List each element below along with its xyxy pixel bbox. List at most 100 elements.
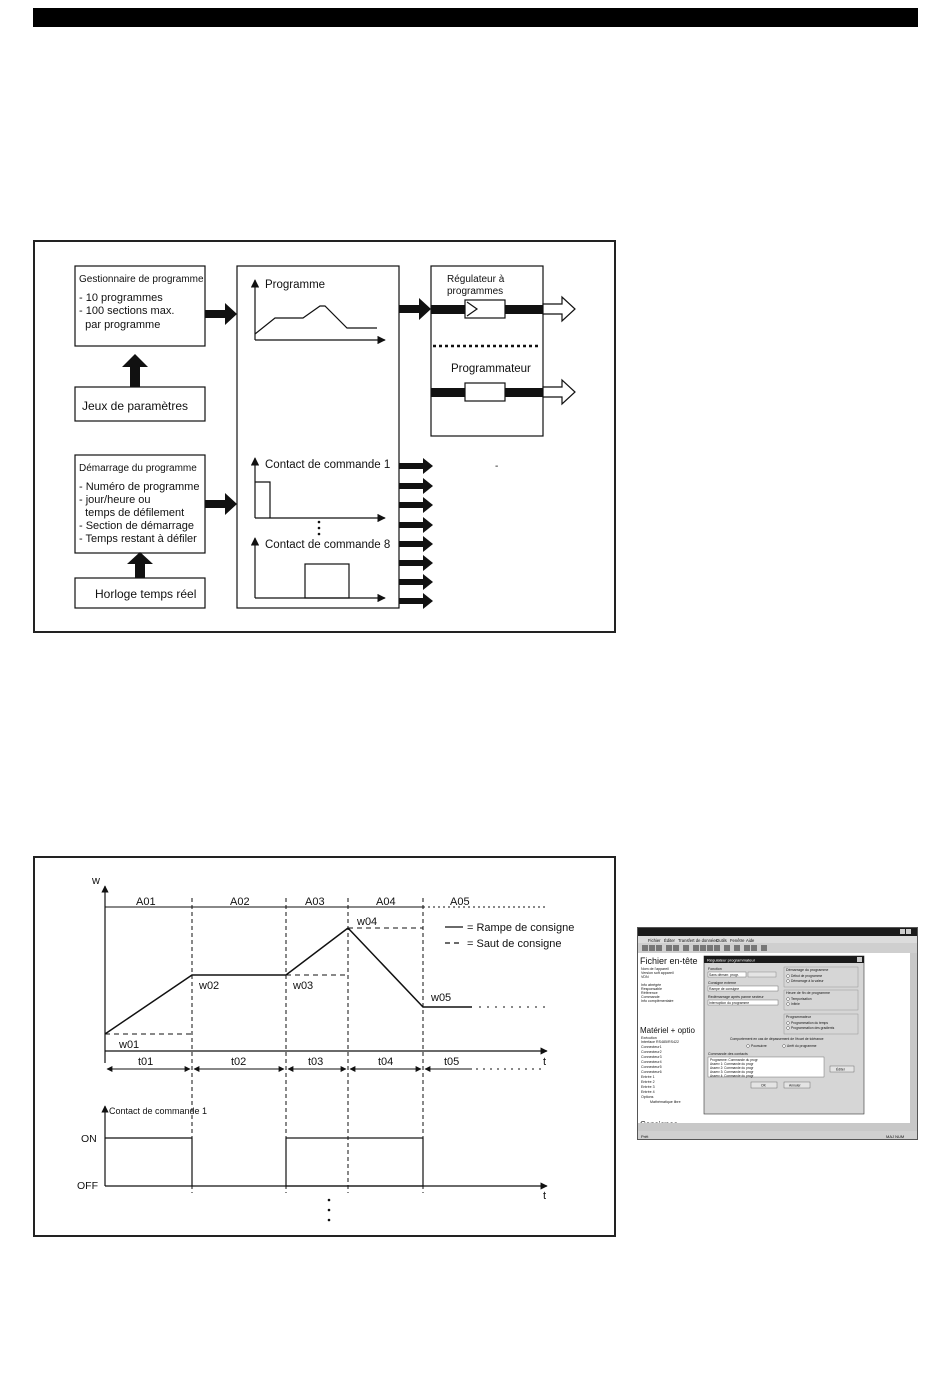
- contact-output-arrows: [399, 458, 433, 609]
- setpoint-select[interactable]: [707, 985, 779, 992]
- menu-item[interactable]: Éditer: [664, 938, 676, 943]
- setpoint-label: Consigne externe: [708, 981, 736, 985]
- w-axis-label: w: [91, 875, 100, 887]
- header-field-labels: Nom de l'appareil Version soft appareil …: [641, 967, 674, 1003]
- hw-label: Options: [641, 1095, 654, 1099]
- edit-label: Éditer: [836, 1067, 846, 1072]
- hardware-labels: Exécution Interface RS485/RS422 Connecte…: [641, 1036, 681, 1104]
- clock-box: [74, 577, 206, 609]
- menu-item[interactable]: Fichier: [648, 938, 661, 943]
- radio[interactable]: [746, 1044, 750, 1048]
- dialog-title: Régulateur programmateur: [707, 958, 756, 963]
- contact-pulse-2: [285, 1137, 424, 1187]
- vertical-scrollbar[interactable]: [910, 953, 918, 1131]
- start-line-3: temps de défilement: [79, 507, 184, 519]
- radio[interactable]: [786, 1026, 790, 1030]
- doc-heading-1: Fichier en-tête: [640, 956, 698, 966]
- programmer-out-arrow: [542, 378, 576, 406]
- duration-t05: t05: [444, 1056, 459, 1068]
- list-item[interactable]: Asserv 1: Commande du progr: [710, 1062, 754, 1066]
- contacts-list[interactable]: [707, 1056, 825, 1078]
- cancel-button[interactable]: [783, 1081, 811, 1089]
- contact-output-arrow: [399, 574, 433, 590]
- block-diagram-frame: Gestionnaire de programme - 10 programme…: [33, 240, 616, 633]
- params-up-arrow: [122, 354, 148, 387]
- field-label: Info abrégée: [641, 983, 661, 987]
- start-line-2: - jour/heure ou: [79, 494, 151, 506]
- setpoint-w04: w04: [356, 916, 377, 928]
- menu-item[interactable]: Aide: [746, 938, 755, 943]
- regulator-label-2: programmes: [447, 286, 503, 297]
- hw-label: Connecteur4: [641, 1060, 662, 1064]
- regulator-block: [464, 299, 506, 319]
- on-label: ON: [81, 1133, 97, 1145]
- radio[interactable]: [786, 974, 790, 978]
- radio[interactable]: [786, 979, 790, 983]
- hw-label: Interface RS485/RS422: [641, 1040, 679, 1044]
- manager-title: Gestionnaire de programme: [79, 274, 204, 285]
- field-label: Nom de l'appareil: [641, 967, 669, 971]
- radio[interactable]: [786, 1002, 790, 1006]
- hw-label: Entrée 1: [641, 1075, 655, 1079]
- menu-item[interactable]: Outils: [716, 938, 727, 943]
- ok-button[interactable]: [750, 1081, 778, 1089]
- manager-line-1: - 10 programmes: [79, 292, 163, 304]
- contacts-group-label: Commande des contacts: [708, 1052, 748, 1056]
- list-item[interactable]: Asserv 2: Commande du progr: [710, 1066, 754, 1070]
- hw-label: Connecteur2: [641, 1050, 662, 1054]
- function-button[interactable]: [747, 971, 777, 978]
- ok-label: OK: [761, 1084, 767, 1088]
- manager-line-3: par programme: [79, 319, 160, 331]
- restart-select[interactable]: [707, 999, 779, 1006]
- window-close-icon[interactable]: [906, 929, 911, 934]
- software-window: Fichier Éditer Transfert de données Outi…: [638, 928, 918, 1139]
- params-label: Jeux de paramètres: [82, 399, 188, 413]
- hw-label: Entrée 2: [641, 1080, 655, 1084]
- end-group-label: Heure de fin de programme: [786, 991, 830, 995]
- manager-box: [74, 265, 206, 347]
- list-item[interactable]: Asserv 3: Commande du progr: [710, 1070, 754, 1074]
- contact-pulse-1: [105, 1137, 193, 1186]
- hw-label: Entrée 3: [641, 1085, 655, 1089]
- setpoint-value: Rampe de consigne: [709, 987, 739, 991]
- regulator-bar-right: [505, 305, 543, 314]
- horizontal-scrollbar[interactable]: [638, 1123, 910, 1131]
- contact-output-arrow: [399, 478, 433, 494]
- list-item[interactable]: Programme: Commande du progr: [710, 1058, 759, 1062]
- clock-label: Horloge temps réel: [95, 587, 196, 601]
- start-box: [74, 454, 206, 554]
- toolbar-buttons[interactable]: [642, 945, 767, 951]
- timing-diagram: w t A01 A02 A03 A04 A05 w01 w02 w03 w04 …: [77, 875, 574, 1222]
- end-option-1: Temporisation: [791, 997, 812, 1001]
- field-label: Info complémentaire: [641, 999, 674, 1003]
- list-item[interactable]: Asserv 4: Commande du progr: [710, 1074, 754, 1078]
- block-diagram: Gestionnaire de programme - 10 programme…: [74, 265, 576, 609]
- dialog-close-icon[interactable]: [857, 957, 862, 962]
- regulator-bar-left: [431, 305, 465, 314]
- restart-value: Interruption du programme: [709, 1001, 749, 1005]
- setpoint-w01: w01: [118, 1039, 139, 1051]
- duration-t01: t01: [138, 1056, 153, 1068]
- menu-item[interactable]: Transfert de données: [678, 938, 718, 943]
- field-label: Version soft appareil: [641, 971, 674, 975]
- window-maximize-icon[interactable]: [900, 929, 905, 934]
- step-lines: [105, 927, 423, 1035]
- menu-item[interactable]: Fenêtre: [730, 938, 745, 943]
- end-group: [783, 989, 859, 1011]
- radio[interactable]: [782, 1044, 786, 1048]
- start-option-1: Début de programme: [791, 974, 822, 978]
- edit-button[interactable]: [829, 1065, 855, 1073]
- legend-ramp: = Rampe de consigne: [467, 922, 574, 934]
- hw-label: Connecteur6: [641, 1070, 662, 1074]
- start-group: [783, 966, 859, 988]
- function-select[interactable]: [707, 971, 747, 978]
- radio[interactable]: [786, 1021, 790, 1025]
- start-line-1: - Numéro de programme: [79, 481, 199, 493]
- start-group-label: Démarrage du programme: [786, 968, 828, 972]
- duration-t02: t02: [231, 1056, 246, 1068]
- params-box: [74, 386, 206, 422]
- contact-output-arrow: [399, 517, 433, 533]
- behaviour-option-2: Arrêt du programme: [787, 1044, 817, 1048]
- radio[interactable]: [786, 997, 790, 1001]
- hw-label: Connecteur1: [641, 1045, 662, 1049]
